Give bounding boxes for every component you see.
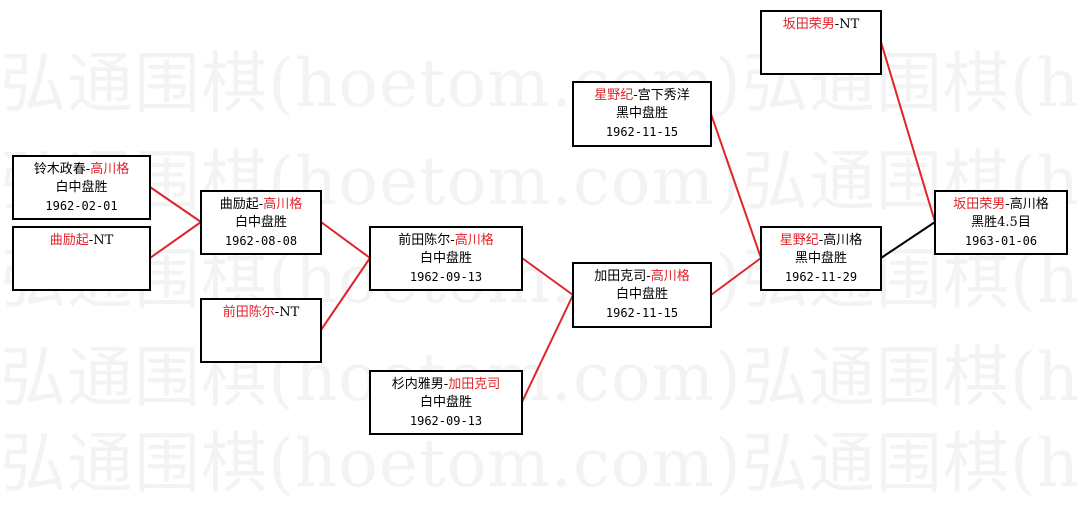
matchup-line: 星野纪-宫下秀洋: [594, 87, 689, 105]
versus-dash: -: [85, 161, 91, 177]
player-1-name: 前田陈尔: [398, 232, 451, 248]
connector-g5-g7: [521, 257, 574, 296]
player-2-name: 高川格: [650, 269, 690, 284]
game-result: 白中盘胜: [615, 287, 668, 302]
game-box: 前田陈尔-NT: [200, 298, 322, 363]
game-date: 1962-09-13: [409, 413, 483, 428]
versus-dash: -: [1005, 196, 1010, 212]
game-date: 1962-02-01: [45, 198, 118, 213]
player-2-name: NT: [839, 17, 860, 32]
game-result: 白中盘胜: [234, 214, 287, 230]
connector-g8-g9: [710, 113, 762, 259]
player-2-name: 高川格: [823, 232, 863, 248]
player-2-name: NT: [279, 305, 300, 320]
game-box: 坂田荣男-NT: [760, 10, 882, 75]
player-1-name: 加田克司: [594, 269, 647, 284]
player-2-name: 高川格: [263, 196, 303, 212]
versus-dash: -: [818, 232, 824, 248]
connector-g4-g5: [320, 257, 371, 331]
game-result: 白中盘胜: [55, 179, 108, 195]
versus-dash: -: [443, 376, 449, 392]
player-1-name: 坂田荣男: [782, 17, 835, 32]
connector-g6-g7: [521, 294, 574, 403]
versus-dash: -: [258, 196, 264, 212]
player-1-name: 铃木政春: [33, 161, 86, 177]
matchup-line: 前田陈尔-高川格: [398, 232, 493, 250]
connector-g9-g11: [880, 221, 936, 259]
game-date: 1962-11-15: [605, 125, 679, 139]
player-1-name: 杉内雅男: [391, 376, 444, 392]
matchup-line: 前田陈尔-NT: [223, 304, 299, 322]
game-result: 白中盘胜: [419, 394, 472, 410]
versus-dash: -: [274, 305, 280, 320]
player-2-name: NT: [93, 233, 114, 248]
versus-dash: -: [450, 232, 455, 248]
player-2-name: 高川格: [454, 232, 494, 248]
matchup-line: 曲励起-NT: [50, 232, 113, 250]
matchup-line: 星野纪-高川格: [780, 232, 862, 250]
player-1-name: 星野纪: [779, 232, 819, 248]
versus-dash: -: [646, 269, 651, 284]
connector-g10-g11: [880, 41, 936, 223]
matchup-line: 铃木政春-高川格: [34, 161, 129, 179]
matchup-line: 坂田荣男-NT: [783, 16, 859, 34]
versus-dash: -: [88, 233, 94, 248]
matchup-line: 曲励起-高川格: [220, 196, 302, 214]
game-date: 1962-08-08: [224, 233, 298, 248]
game-result: 黑胜4.5目: [971, 214, 1031, 230]
player-1-name: 坂田荣男: [953, 196, 1006, 212]
game-result: 黑中盘胜: [615, 106, 668, 121]
game-date: 1963-01-06: [964, 233, 1038, 248]
player-1-name: 曲励起: [49, 233, 89, 248]
game-date: 1962-11-15: [605, 306, 679, 320]
connector-g3-g5: [320, 221, 371, 259]
player-1-name: 星野纪: [594, 88, 634, 103]
versus-dash: -: [834, 17, 840, 32]
player-1-name: 前田陈尔: [222, 305, 275, 320]
game-date: 1962-11-29: [784, 269, 858, 284]
game-result: 黑中盘胜: [794, 250, 847, 266]
player-2-name: 加田克司: [448, 376, 501, 392]
matchup-line: 加田克司-高川格: [594, 268, 689, 286]
player-2-name: 宫下秀洋: [637, 88, 690, 103]
bracket-connectors: [149, 41, 936, 403]
matchup-line: 杉内雅男-加田克司: [392, 376, 500, 394]
connector-g1-g3: [149, 186, 202, 223]
player-2-name: 高川格: [90, 161, 130, 177]
matchup-line: 坂田荣男-高川格: [953, 196, 1048, 214]
versus-dash: -: [633, 88, 638, 103]
player-2-name: 高川格: [1009, 196, 1049, 212]
game-result: 白中盘胜: [419, 250, 472, 266]
player-1-name: 曲励起: [219, 196, 259, 212]
game-date: 1962-09-13: [409, 269, 483, 284]
connector-g7-g9: [710, 257, 762, 296]
game-box: 曲励起-NT: [12, 226, 151, 291]
connector-g2-g3: [149, 221, 202, 259]
